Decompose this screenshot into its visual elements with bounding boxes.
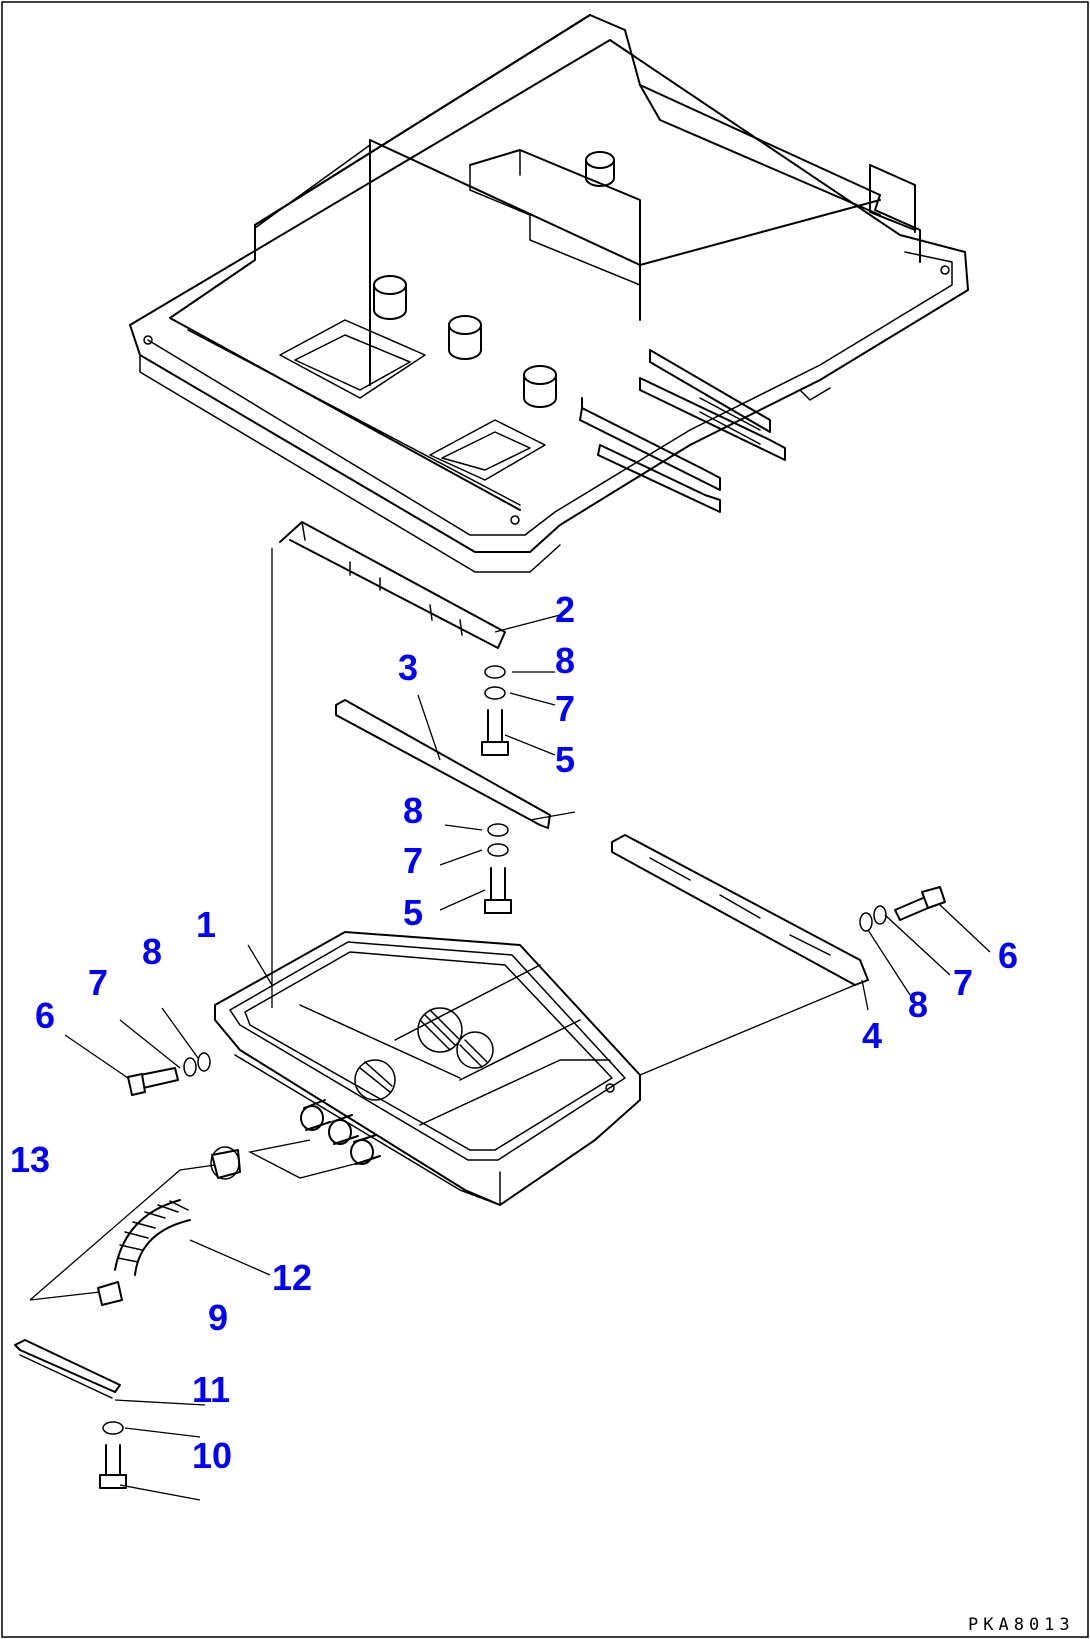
callout-1: 1 [196,904,216,945]
part-2-bracket [279,521,506,649]
hardware-bottom [99,1421,127,1489]
callout-7: 7 [88,962,108,1003]
callout-labels: 2 8 3 7 5 8 7 5 1 8 7 6 6 7 8 4 13 12 9 … [10,589,1018,1476]
hardware-right [859,886,946,932]
leader-lines [64,614,991,1501]
callout-8: 8 [403,790,423,831]
part-1-heater-tray [214,931,641,1206]
hardware-left [127,1052,211,1096]
callout-2: 2 [555,589,575,630]
callout-7: 7 [555,688,575,729]
callout-7: 7 [403,840,423,881]
part-4-bar [611,834,869,986]
callout-5: 5 [403,892,423,933]
part-9-strap [14,1339,121,1399]
drawing-code: PKA8013 [968,1615,1075,1635]
callout-13: 13 [10,1139,50,1180]
assembly-line [248,1139,371,1179]
callout-4: 4 [862,1015,882,1056]
assembly-line [29,1291,101,1301]
callout-8: 8 [142,931,162,972]
callout-9: 9 [208,1297,228,1338]
part-13-fittings [97,1146,241,1306]
callout-6: 6 [998,935,1018,976]
assembly-line [29,1164,216,1301]
callout-11: 11 [192,1369,230,1410]
part-3-bar [335,699,551,829]
callout-8: 8 [555,640,575,681]
callout-12: 12 [272,1257,312,1298]
part-12-hose [114,1199,191,1276]
callout-6: 6 [35,995,55,1036]
hardware-upper [481,665,512,914]
callout-3: 3 [398,647,418,688]
callout-7: 7 [953,962,973,1003]
assembly-line [639,984,856,1076]
callout-8: 8 [908,984,928,1025]
callout-10: 10 [192,1435,232,1476]
callout-5: 5 [555,739,575,780]
floor-frame [129,14,969,573]
